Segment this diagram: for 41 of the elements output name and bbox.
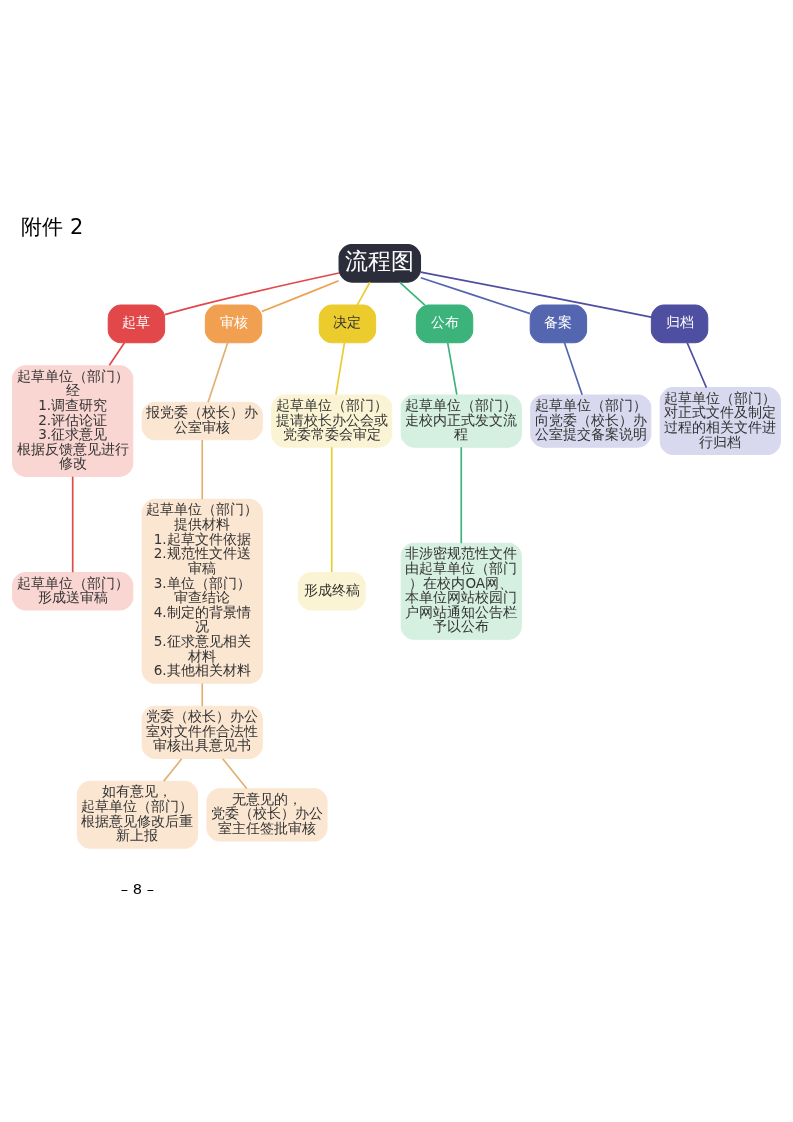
node-box: 归档: [650, 304, 709, 344]
node-box: 非涉密规范性文件由起草单位（部门）在校内OA网、本单位网站校园门户网站通知公告栏予以公布: [400, 542, 522, 640]
connector: [201, 682, 204, 707]
node-box: 公布: [415, 304, 474, 344]
node-box: 流程图: [338, 244, 422, 283]
connector: [164, 272, 340, 316]
connector: [162, 757, 183, 782]
node-box: 起草: [107, 304, 166, 344]
connector: [221, 757, 248, 790]
node-box: 无意见的， 党委（校长）办公室主任签批审核: [206, 788, 328, 842]
connector: [207, 342, 229, 404]
node-box: 审核: [204, 304, 263, 344]
node-box: 起草单位（部门）经 1.调查研究 2.评估论证 3.征求意见 根据反馈意见进行修改: [12, 365, 134, 477]
connector: [330, 446, 333, 573]
connector: [686, 342, 708, 389]
label: – 8 –: [120, 879, 155, 897]
node-box: 如有意见， 起草单位（部门）根据意见修改后重新上报: [76, 780, 199, 849]
node-box: 决定: [318, 304, 377, 344]
node-box: 起草单位（部门）对正式文件及制定过程的相关文件进行归档: [659, 387, 781, 455]
connector: [446, 342, 458, 396]
node-box: 起草单位（部门）提请校长办公会或党委常委会审定: [271, 394, 393, 448]
connector: [335, 342, 346, 396]
connector: [419, 271, 652, 318]
connector: [419, 276, 531, 315]
node-box: 形成终稿: [297, 571, 366, 611]
connector: [108, 342, 126, 367]
node-box: 起草单位（部门）走校内正式发文流程: [400, 394, 522, 448]
node-box: 起草单位（部门）向党委（校长）办公室提交备案说明: [530, 394, 652, 448]
connector: [460, 446, 463, 545]
connector: [201, 439, 204, 501]
node-box: 起草单位（部门）形成送审稿: [12, 571, 134, 611]
connector: [398, 281, 426, 306]
node-box: 备案: [529, 304, 588, 344]
node-box: 起草单位（部门）提供材料 1.起草文件依据 2.规范性文件送审稿 3.单位（部门）审查结论 4.制定的背景情况 5.征求意见相关材料 6.其他相关材料: [141, 498, 263, 684]
connector: [563, 342, 583, 396]
node-box: 党委（校长）办公室对文件作合法性审核出具意见书: [141, 705, 263, 759]
connector: [356, 281, 371, 306]
diagram-title: 附件 2: [21, 215, 84, 240]
node-box: 报党委（校长）办公室审核: [141, 401, 263, 441]
connector: [261, 279, 340, 313]
connector: [71, 475, 74, 574]
